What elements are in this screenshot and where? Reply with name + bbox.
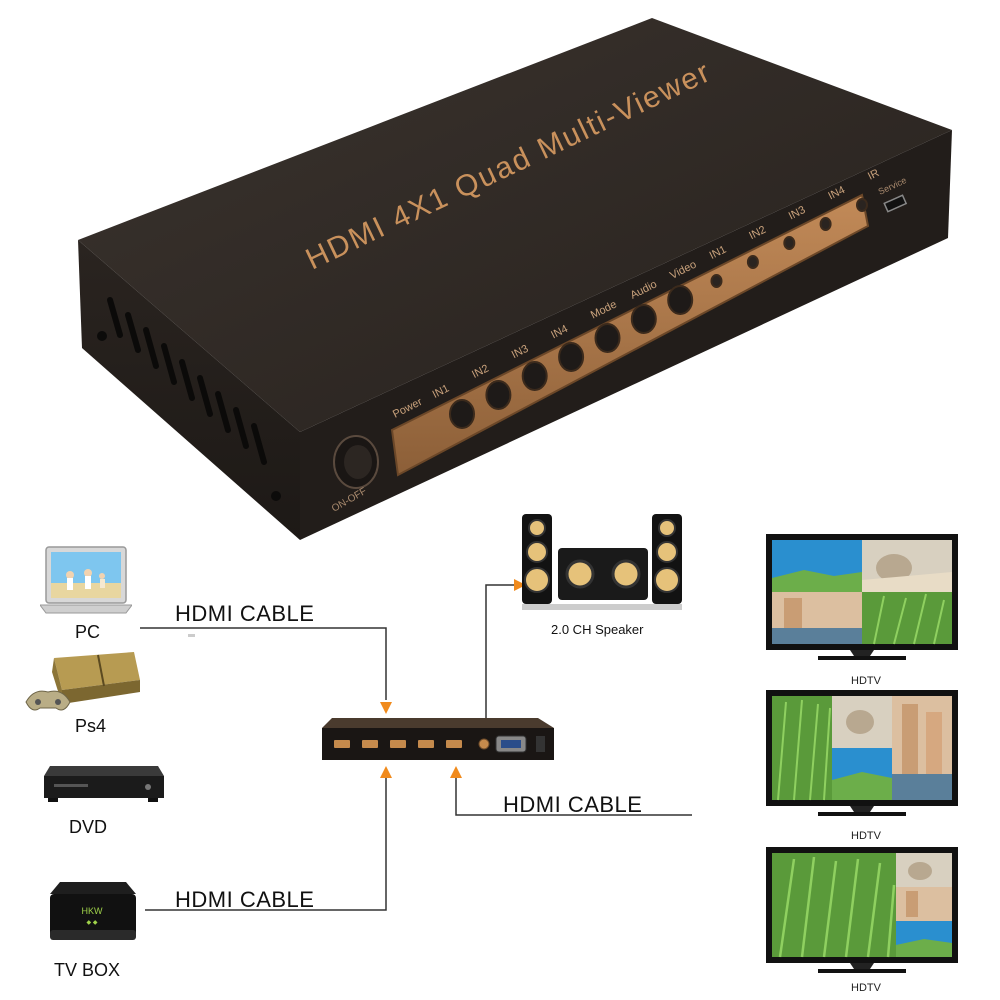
- arrow-right-icon: [514, 579, 526, 591]
- laptop-icon: [40, 546, 132, 614]
- panel-button-icon[interactable]: [449, 399, 475, 429]
- tvbox-cable-line: [145, 778, 387, 911]
- tv-cable-line: [455, 770, 692, 816]
- vent-slots: [107, 297, 267, 465]
- multi-viewer-device-photo: HDMI 4X1 Quad Multi-Viewer PowerIN1IN2IN…: [78, 18, 952, 540]
- source-label-ps4: Ps4: [75, 716, 107, 736]
- game-console-icon: [25, 652, 140, 711]
- hdtv-icon: [766, 690, 958, 816]
- screw-left: [97, 331, 107, 341]
- svg-text:◆ ◆: ◆ ◆: [87, 920, 98, 926]
- indicator-led-icon: [856, 198, 868, 212]
- tv-box-icon: HKW ◆ ◆: [50, 882, 136, 940]
- panel-button-icon[interactable]: [558, 342, 585, 372]
- arrow-up-icon: [450, 766, 462, 778]
- source-label-dvd: DVD: [69, 817, 108, 837]
- screw-right: [271, 491, 281, 501]
- hdtv-icon: [766, 534, 958, 660]
- indicator-led-icon: [783, 236, 796, 250]
- panel-button-icon[interactable]: [485, 380, 512, 410]
- indicator-led-icon: [746, 255, 759, 269]
- panel-button-icon[interactable]: [521, 361, 548, 391]
- speaker-icon: [522, 514, 682, 610]
- device-top-face: [78, 18, 952, 432]
- source-label-pc: PC: [75, 622, 101, 642]
- arrow-down-icon: [380, 702, 392, 714]
- panel-button-icon[interactable]: [667, 285, 694, 315]
- hdtv-icon: [766, 847, 958, 973]
- indicator-led-icon: [710, 274, 723, 288]
- panel-button-icon[interactable]: [594, 323, 621, 353]
- tv-box-logo: HKW: [82, 906, 104, 916]
- hdmi-cable-label-tv: HDMI CABLE: [503, 792, 643, 817]
- speaker-cable-line: [485, 584, 514, 728]
- panel-buttons: [449, 198, 868, 429]
- usb-port-icon: [883, 194, 908, 213]
- panel-button-icon[interactable]: [630, 304, 657, 334]
- hdtv-label-2: HDTV: [851, 830, 881, 842]
- hdmi-cable-label-tvbox: HDMI CABLE: [175, 887, 315, 912]
- speaker-label: 2.0 CH Speaker: [551, 622, 644, 637]
- hdtv-label-1: HDTV: [851, 675, 881, 687]
- source-label-tv-box: TV BOX: [54, 960, 121, 980]
- hdmi-cable-label-pc: HDMI CABLE: [175, 601, 315, 626]
- dvd-player-icon: [44, 766, 164, 802]
- power-knob-cap: [344, 445, 372, 479]
- multi-viewer-small-icon: [322, 718, 554, 760]
- arrow-up-icon: [380, 766, 392, 778]
- panel-label: IR: [866, 167, 881, 183]
- pc-cable-line: [140, 627, 387, 700]
- cable-plug-icon: [188, 634, 195, 637]
- indicator-led-icon: [819, 217, 832, 231]
- hdtv-label-3: HDTV: [851, 982, 881, 994]
